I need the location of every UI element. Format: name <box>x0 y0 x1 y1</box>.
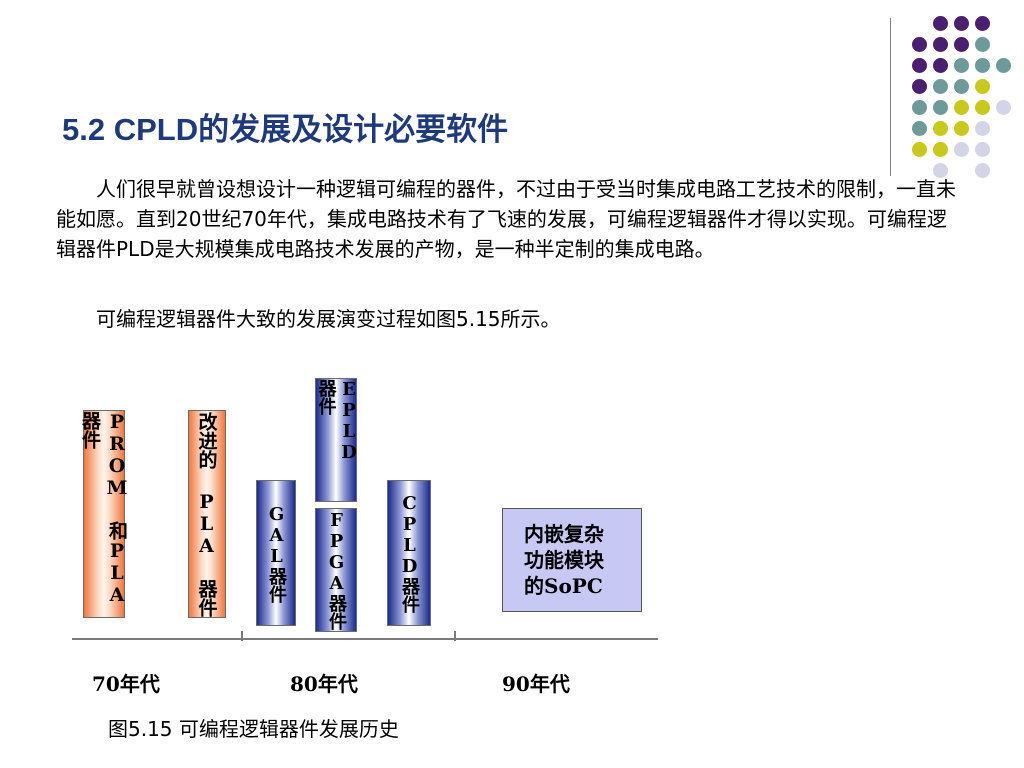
decorative-dot <box>954 16 969 31</box>
epld-label: EPLD 器件 <box>315 379 360 463</box>
decorative-dot <box>975 142 990 157</box>
era-label-90s: 90年代 <box>502 672 570 696</box>
timeline-axis <box>72 638 658 640</box>
decorative-dot <box>975 79 990 94</box>
decorative-dot <box>912 58 927 73</box>
gal-box: GAL器件 <box>256 480 296 626</box>
slide-title: 5.2 CPLD的发展及设计必要软件 <box>62 112 509 147</box>
decorative-dot <box>954 58 969 73</box>
improved-pla-box: 改进的 PLA 器件 <box>188 410 226 618</box>
era-label-80s: 80年代 <box>290 672 358 696</box>
prom-pla-box: PROM 和PLA 器件 <box>79 410 128 618</box>
decorative-dot <box>933 16 948 31</box>
timeline-tick <box>454 631 456 641</box>
fpga-label: FPGA器件 <box>326 510 347 630</box>
fpga-box: FPGA器件 <box>315 508 357 632</box>
prom-pla-label: PROM 和PLA 器件 <box>79 411 128 606</box>
decorative-dot <box>996 100 1011 115</box>
gal-label: GAL器件 <box>266 503 287 603</box>
figure-caption: 图5.15 可编程逻辑器件发展历史 <box>108 717 399 741</box>
era-label-70s: 70年代 <box>92 672 160 696</box>
decorative-dot <box>933 100 948 115</box>
decorative-dot <box>912 142 927 157</box>
decorative-dot <box>933 37 948 52</box>
decorative-dot <box>954 37 969 52</box>
decorative-dot <box>975 163 990 178</box>
decorative-dot <box>912 100 927 115</box>
decorative-dot <box>954 79 969 94</box>
cpld-box: CPLD器件 <box>387 480 431 626</box>
decorative-dot <box>912 121 927 136</box>
cpld-label: CPLD器件 <box>399 493 420 613</box>
decorative-dot <box>933 163 948 178</box>
decorative-dot <box>912 79 927 94</box>
body-paragraph: 可编程逻辑器件大致的发展演变过程如图5.15所示。 <box>56 307 561 331</box>
body-paragraph: 人们很早就曾设想设计一种逻辑可编程的器件，不过由于受当时集成电路工艺技术的限制，… <box>56 177 956 261</box>
decorative-dot <box>912 37 927 52</box>
decorative-dot <box>933 142 948 157</box>
decorative-dot <box>954 142 969 157</box>
sopc-label: 内嵌复杂功能模块的SoPC <box>524 522 604 598</box>
decorative-dot <box>975 37 990 52</box>
decorative-dot <box>975 121 990 136</box>
decorative-dot <box>975 16 990 31</box>
epld-box: EPLD 器件 <box>315 378 360 502</box>
decorative-dot <box>954 121 969 136</box>
decorative-dot <box>996 58 1011 73</box>
decorative-dot <box>933 79 948 94</box>
decorative-dot <box>975 58 990 73</box>
decorative-dot <box>933 58 948 73</box>
decorative-dot <box>933 121 948 136</box>
timeline-tick <box>241 631 243 641</box>
improved-pla-label: 改进的 PLA 器件 <box>195 411 218 617</box>
decorative-dot <box>975 100 990 115</box>
decorative-divider <box>890 18 891 176</box>
decorative-dot <box>954 100 969 115</box>
sopc-box: 内嵌复杂功能模块的SoPC <box>502 508 642 612</box>
